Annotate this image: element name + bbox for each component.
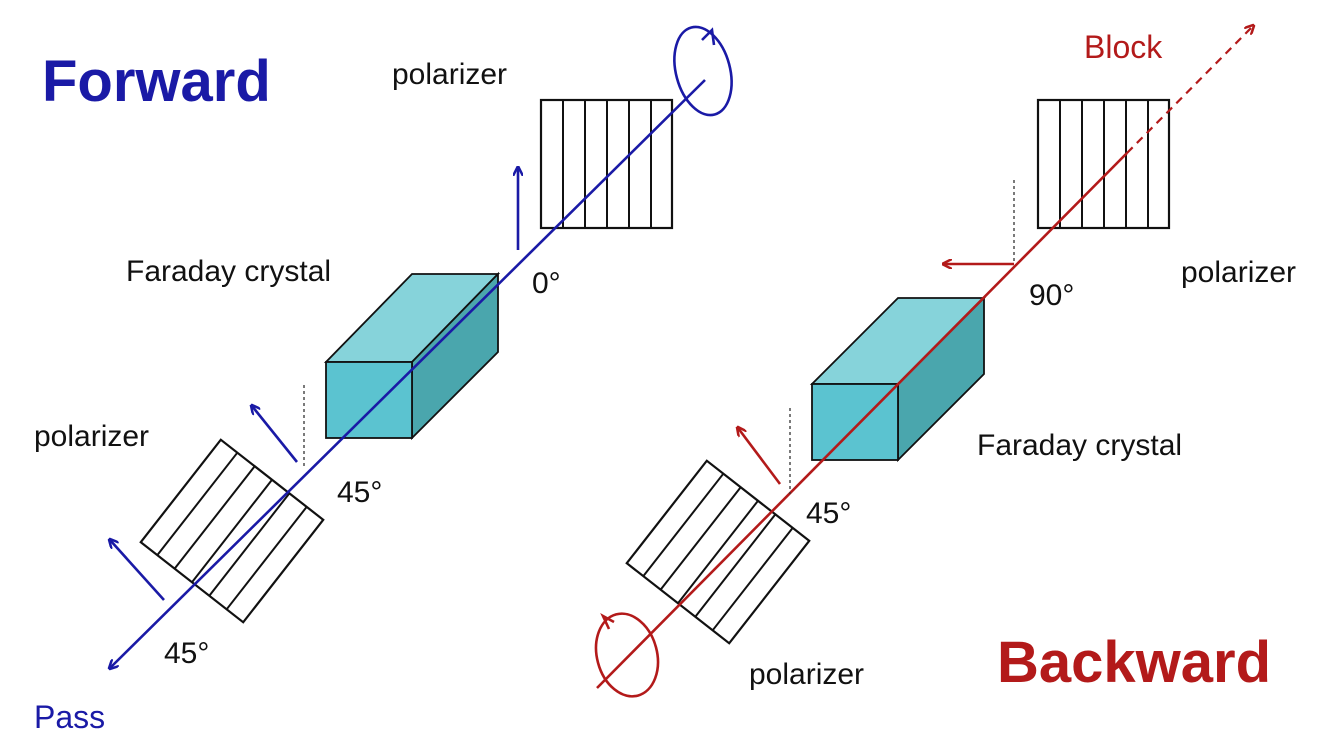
backward-diagram [594,26,1253,698]
forward-title: Forward [42,49,271,114]
forward-input-ellipse [673,25,733,117]
backward-angle-45: 45° [806,497,851,530]
backward-bottom-polarizer [625,459,811,645]
backward-exit-label: Block [1084,29,1163,65]
forward-crystal-label: Faraday crystal [126,255,331,288]
backward-top-polarizer [1036,98,1171,230]
forward-angle-45-bottom: 45° [164,637,209,670]
backward-beam [596,152,1128,689]
forward-faraday-crystal [323,271,501,441]
forward-pol-arrow-45deg-bottom [110,540,165,601]
backward-top-polarizer-label: polarizer [1181,256,1296,289]
backward-input-ellipse [594,612,660,698]
forward-diagram [110,25,733,668]
forward-top-polarizer-label: polarizer [392,58,507,91]
forward-angle-0: 0° [532,267,561,300]
forward-beam [110,79,706,668]
forward-angle-45-mid: 45° [337,476,382,509]
backward-angle-90: 90° [1029,279,1074,312]
backward-crystal-label: Faraday crystal [977,429,1182,462]
backward-pol-arrow-45deg [738,428,782,485]
backward-bottom-polarizer-label: polarizer [749,658,864,691]
forward-bottom-polarizer [139,438,325,624]
backward-faraday-crystal [809,295,987,463]
backward-blocked-beam [1126,26,1253,154]
backward-title: Backward [997,630,1271,695]
forward-bottom-polarizer-label: polarizer [34,420,149,453]
forward-exit-label: Pass [34,699,105,735]
forward-pol-arrow-45deg-mid [252,406,299,463]
forward-top-polarizer [539,98,674,230]
